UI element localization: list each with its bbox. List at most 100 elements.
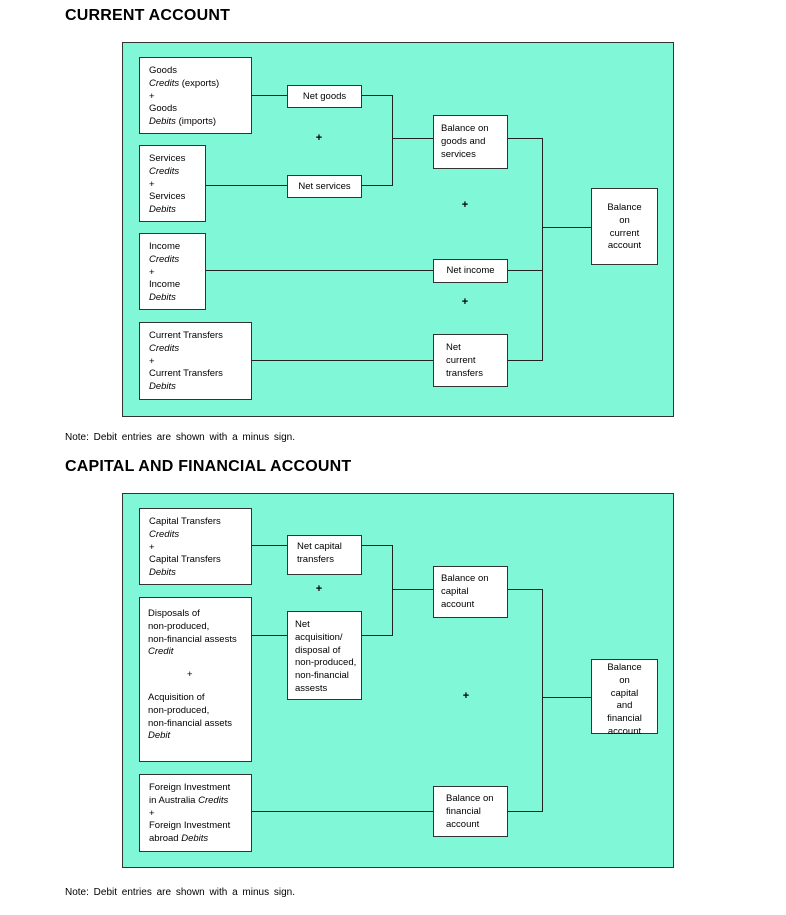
balance-current-account-box: Balance on current account — [591, 188, 658, 265]
net-capital-transfers-l2: transfers — [297, 553, 334, 565]
disposals-l2: non-produced, — [148, 620, 210, 632]
connector-line — [362, 95, 392, 96]
balance-current-account-l1: Balance — [607, 202, 642, 213]
net-income-label: Net income — [446, 265, 495, 276]
foreign-investment-label-2: Foreign Investment — [149, 820, 231, 832]
connector-line — [252, 811, 433, 812]
balance-financial-account-l1: Balance on — [446, 793, 494, 804]
current-transfers-credits-label: Credits — [149, 342, 180, 354]
plus-sign: + — [315, 132, 323, 144]
services-credits-label: Credits — [149, 165, 180, 177]
acquisition-debit-label: Debit — [148, 730, 171, 742]
connector-line — [206, 185, 287, 186]
services-debits-label: Debits — [149, 204, 176, 216]
balance-cfa-l3: capital — [610, 687, 639, 699]
disposals-l1: Disposals of — [148, 608, 200, 619]
foreign-abroad-label: abroad — [149, 833, 182, 845]
acquisition-l3: non-financial assets — [148, 717, 232, 729]
current-transfers-box: Current Transfers Credits + Current Tran… — [139, 322, 252, 400]
goods-label: Goods — [149, 65, 177, 76]
connector-line — [542, 697, 591, 698]
capital-transfers-credits-label: Credits — [149, 528, 180, 540]
income-credits-label: Credits — [149, 253, 180, 265]
capital-financial-account-title: CAPITAL AND FINANCIAL ACCOUNT — [65, 458, 352, 475]
goods-credits-label: Credits — [149, 77, 180, 89]
connector-line — [542, 227, 591, 228]
balance-current-account-l4: account — [607, 240, 642, 252]
capital-transfers-label-2: Capital Transfers — [149, 554, 221, 566]
foreign-credits-label: Credits — [198, 794, 229, 806]
services-label-2: Services — [149, 191, 186, 203]
foreign-in-australia-label: in Australia — [149, 794, 199, 806]
connector-line — [252, 635, 287, 636]
connector-line — [508, 138, 542, 139]
services-plus: + — [149, 178, 155, 190]
connector-line — [508, 270, 542, 271]
balance-cfa-l5: financial — [607, 713, 642, 725]
current-account-note: Note: Debit entries are shown with a min… — [65, 432, 295, 443]
balance-current-account-l3: current — [609, 227, 640, 239]
net-goods-box: Net goods — [287, 85, 362, 108]
balance-cfa-l6: account — [607, 725, 642, 737]
connector-line — [362, 545, 392, 546]
disposals-l3: non-financial assests — [148, 633, 237, 645]
foreign-debits-label: Debits — [181, 833, 209, 845]
current-transfers-plus: + — [149, 355, 155, 367]
connector-line — [362, 635, 392, 636]
current-account-title: CURRENT ACCOUNT — [65, 7, 231, 24]
net-capital-transfers-l1: Net capital — [297, 541, 342, 552]
balance-capital-account-l1: Balance on — [441, 573, 489, 584]
connector-line — [542, 138, 543, 361]
income-box: Income Credits + Income Debits — [139, 233, 206, 310]
plus-sign: + — [461, 199, 469, 211]
current-transfers-label-2: Current Transfers — [149, 368, 223, 380]
net-acquisition-box: Net acquisition/ disposal of non-produce… — [287, 611, 362, 700]
net-acquisition-l3: disposal of — [295, 644, 341, 656]
current-transfers-debits-label: Debits — [149, 381, 176, 393]
net-services-label: Net services — [298, 181, 351, 192]
income-label-2: Income — [149, 279, 181, 291]
net-income-box: Net income — [433, 259, 508, 283]
income-plus: + — [149, 266, 155, 278]
balance-capital-account-box: Balance on capital account — [433, 566, 508, 618]
goods-exports-label: (exports) — [179, 77, 220, 89]
balance-financial-account-box: Balance on financial account — [433, 786, 508, 837]
net-current-transfers-l3: transfers — [446, 367, 483, 379]
foreign-plus: + — [149, 807, 155, 819]
goods-plus: + — [149, 90, 155, 102]
connector-line — [392, 589, 433, 590]
net-acquisition-l1: Net — [295, 619, 310, 630]
connector-line — [392, 138, 433, 139]
net-acquisition-l5: non-financial — [295, 670, 349, 682]
balance-cfa-l1: Balance — [607, 662, 642, 673]
connector-line — [252, 360, 433, 361]
goods-imports-label: (imports) — [175, 116, 217, 128]
balance-financial-account-l3: account — [446, 818, 480, 830]
goods-label-2: Goods — [149, 103, 177, 115]
current-transfers-label: Current Transfers — [149, 330, 223, 341]
connector-line — [542, 589, 543, 812]
balance-current-account-l2: on — [619, 214, 630, 226]
foreign-investment-label: Foreign Investment — [149, 782, 231, 793]
connector-line — [508, 360, 542, 361]
plus-sign: + — [461, 296, 469, 308]
connector-line — [252, 545, 287, 546]
services-box: Services Credits + Services Debits — [139, 145, 206, 222]
connector-line — [392, 95, 393, 186]
balance-capital-account-l2: capital — [441, 585, 469, 597]
goods-box: Goods Credits (exports) + Goods Debits (… — [139, 57, 252, 134]
services-label: Services — [149, 153, 186, 164]
non-produced-assets-box: Disposals of non-produced, non-financial… — [139, 597, 252, 762]
balance-cfa-l4: and — [616, 700, 633, 712]
plus-sign: + — [462, 690, 470, 702]
net-acquisition-l2: acquisition/ — [295, 631, 343, 643]
net-acquisition-l4: non-produced, — [295, 657, 357, 669]
balance-capital-financial-account-box: Balance on capital and financial account — [591, 659, 658, 737]
disposals-plus: + — [187, 669, 193, 681]
balance-goods-services-l2: goods and — [441, 135, 486, 147]
connector-line — [392, 545, 393, 636]
capital-transfers-plus: + — [149, 541, 155, 553]
net-services-box: Net services — [287, 175, 362, 198]
net-current-transfers-box: Net current transfers — [433, 334, 508, 387]
capital-financial-account-note: Note: Debit entries are shown with a min… — [65, 887, 295, 898]
